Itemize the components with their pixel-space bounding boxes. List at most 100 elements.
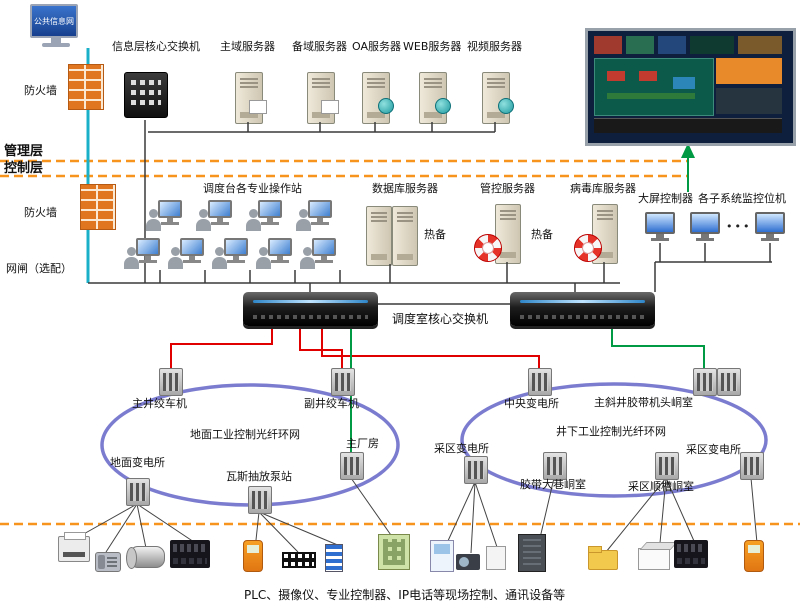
workstation-icon xyxy=(146,200,182,232)
monitor-base xyxy=(42,43,70,47)
database-server-label: 数据库服务器 xyxy=(372,182,438,195)
video-wall xyxy=(585,28,796,146)
ring-node-icon xyxy=(248,486,272,514)
handheld-controller-icon xyxy=(243,540,263,572)
management-layer-label: 管理层 xyxy=(4,144,44,159)
filmstrip-icon xyxy=(282,552,316,568)
green-arrow-head xyxy=(681,143,695,158)
dispatch-core-switch-left xyxy=(243,292,378,326)
switch-port-row xyxy=(131,90,161,95)
hot-standby-ctrl-label: 热备 xyxy=(531,228,553,241)
monitor-icon xyxy=(645,212,675,242)
junction-box-icon xyxy=(486,546,506,570)
ip-phone-icon xyxy=(95,552,121,572)
switch-port-row xyxy=(131,100,161,105)
folder-icon xyxy=(588,546,618,570)
workstation-icon xyxy=(256,238,292,270)
globe-icon xyxy=(498,98,514,114)
server-label-video: 视频服务器 xyxy=(467,40,522,53)
scada-element xyxy=(607,71,625,81)
big-screen-controller-label: 大屏控制器 xyxy=(638,192,693,205)
db-server-tower-icon xyxy=(392,206,418,266)
monitor-icon xyxy=(755,212,785,242)
video-wall-screen xyxy=(626,36,654,54)
video-wall-screen xyxy=(690,36,734,54)
virus-server-label: 病毒库服务器 xyxy=(570,182,636,195)
public-info-net-label: 公共信息网 xyxy=(30,4,78,38)
node-label-gateway-chamber: 采区顺槽峒室 xyxy=(628,480,694,493)
surface-ring-label: 地面工业控制光纤环网 xyxy=(190,428,300,441)
firewall-lower-icon xyxy=(80,184,116,230)
ring-node-icon xyxy=(331,368,355,396)
video-wall-main-screen xyxy=(594,58,714,116)
stripe-device-icon xyxy=(325,544,343,572)
ring-node-icon xyxy=(543,452,567,480)
scada-element xyxy=(673,77,695,89)
firewall-lower-label: 防火墙 xyxy=(24,206,57,219)
info-core-switch-label: 信息层核心交换机 xyxy=(112,40,200,53)
red-control-links xyxy=(170,326,540,368)
ring-node-icon xyxy=(340,452,364,480)
workstation-icon xyxy=(168,238,204,270)
control-layer-label: 控制层 xyxy=(4,161,44,176)
subsystem-monitors-label: 各子系统监控位机 xyxy=(698,192,786,205)
node-label-central-substation: 中央变电所 xyxy=(504,397,559,410)
ring-node-icon xyxy=(528,368,552,396)
server-label-oa: OA服务器 xyxy=(352,40,401,53)
lan-lines xyxy=(88,120,772,305)
db-server-tower-icon xyxy=(366,206,392,266)
node-label-district-substation-right: 采区变电所 xyxy=(686,443,741,456)
operator-stations-label: 调度台各专业操作站 xyxy=(203,182,302,195)
card-icon xyxy=(321,100,339,114)
switch-port-row xyxy=(131,80,161,85)
dispatch-core-switch-label: 调度室核心交换机 xyxy=(392,312,489,326)
workstation-icon xyxy=(300,238,336,270)
ring-node-icon xyxy=(159,368,183,396)
server-label-backup: 备域服务器 xyxy=(292,40,347,53)
video-wall-screen xyxy=(716,58,782,84)
control-server-tower-icon xyxy=(495,204,521,264)
workstation-icon xyxy=(212,238,248,270)
underground-fiber-ring xyxy=(460,382,768,498)
bottom-caption: PLC、摄像仪、专业控制器、IP电话等现场控制、通讯设备等 xyxy=(244,588,566,602)
dispatch-core-switch-right xyxy=(510,292,655,326)
meter-icon xyxy=(430,540,454,572)
node-label-main-winch: 主井绞车机 xyxy=(132,397,187,410)
ring-node-icon xyxy=(126,478,150,506)
hot-standby-db-label: 热备 xyxy=(424,228,446,241)
server-icon xyxy=(235,72,263,124)
ring-node-icon xyxy=(740,452,764,480)
node-label-incline-belt-head: 主斜井胶带机头峒室 xyxy=(594,396,693,409)
ellipsis-dots: ••• xyxy=(726,220,752,233)
globe-icon xyxy=(435,98,451,114)
video-wall-screen xyxy=(716,88,782,114)
server-label-domain: 主域服务器 xyxy=(220,40,275,53)
handheld-controller-icon xyxy=(744,540,764,572)
workstation-icon xyxy=(296,200,332,232)
video-wall-screen xyxy=(738,36,782,54)
video-wall-bottom-strip xyxy=(594,118,782,133)
server-label-web: WEB服务器 xyxy=(403,40,462,53)
workstation-icon xyxy=(246,200,282,232)
node-label-district-substation-left: 采区变电所 xyxy=(434,442,489,455)
camera-icon xyxy=(456,554,480,570)
box-icon xyxy=(638,548,670,570)
control-server-label: 管控服务器 xyxy=(480,182,535,195)
node-label-main-plant: 主厂房 xyxy=(346,437,379,450)
lifering-icon xyxy=(574,234,602,262)
ring-node-icon xyxy=(464,456,488,484)
firewall-upper-label: 防火墙 xyxy=(24,84,57,97)
plc-icon xyxy=(674,540,708,568)
node-label-surface-substation: 地面变电所 xyxy=(110,456,165,469)
gateway-optional-label: 网闸（选配） xyxy=(6,262,72,275)
monitor-icon xyxy=(690,212,720,242)
node-label-belt-roadway-chamber: 胶带大巷峒室 xyxy=(520,478,586,491)
printer-icon xyxy=(58,532,90,562)
ring-node-icon xyxy=(693,368,717,396)
node-label-gas-pump-station: 瓦斯抽放泵站 xyxy=(226,470,292,483)
lifering-icon xyxy=(474,234,502,262)
public-info-monitor: 公共信息网 xyxy=(30,4,82,50)
server-icon xyxy=(362,72,390,124)
layer-dashed-lines xyxy=(0,159,800,526)
